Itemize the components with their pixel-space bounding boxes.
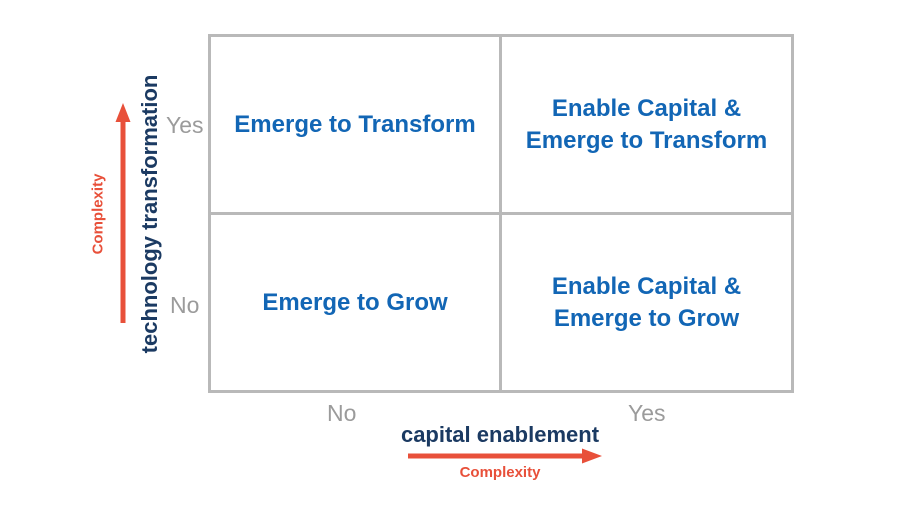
y-axis-value-yes: Yes (166, 112, 204, 138)
y-axis-title: technology transformation (137, 74, 162, 354)
arrow-up-icon (115, 103, 131, 323)
matrix-horizontal-divider (208, 212, 794, 215)
y-axis-value-no: No (170, 292, 200, 318)
arrow-right-icon (408, 448, 602, 464)
x-axis-value-yes: Yes (628, 400, 666, 426)
x-axis-title: capital enablement (400, 422, 600, 447)
quadrant-top-right[interactable]: Enable Capital & Emerge to Transform (502, 37, 791, 212)
quadrant-bottom-left[interactable]: Emerge to Grow (211, 215, 499, 390)
quadrant-bottom-right-line1: Enable Capital & (551, 272, 742, 300)
quadrant-bottom-left-line1: Emerge to Grow (262, 288, 448, 316)
quadrant-bottom-right-line2: Emerge to Grow (553, 304, 740, 332)
quadrant-top-left-line1: Emerge to Transform (234, 110, 476, 138)
y-axis-complexity-label: Complexity (89, 173, 107, 255)
x-axis-value-no: No (327, 400, 357, 426)
quadrant-bottom-right[interactable]: Enable Capital & Emerge to Grow (502, 215, 791, 390)
quadrant-top-right-line1: Enable Capital & (551, 94, 742, 122)
x-axis-complexity-label: Complexity (459, 464, 541, 481)
quadrant-top-left[interactable]: Emerge to Transform (211, 37, 499, 212)
quadrant-top-right-line2: Emerge to Transform (525, 126, 768, 154)
